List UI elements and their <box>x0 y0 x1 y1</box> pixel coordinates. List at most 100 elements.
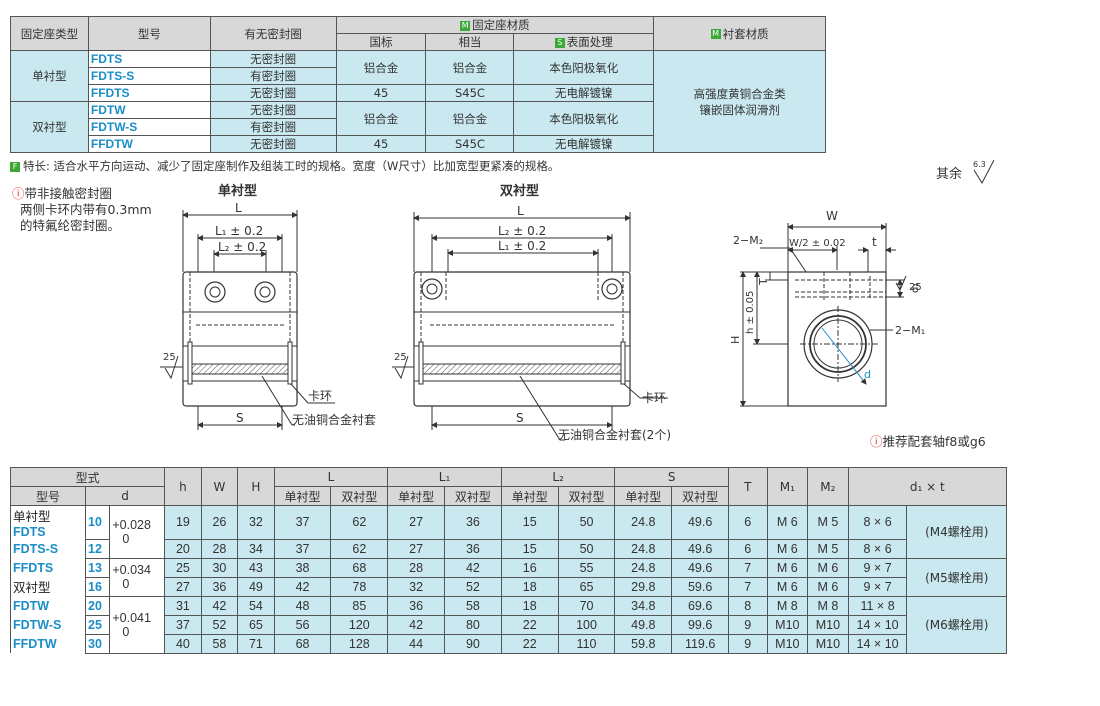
cell-d1t: 11 × 8 <box>847 595 908 616</box>
snap-ring-label: 卡环 <box>642 391 666 405</box>
cell-L2d: 65 <box>557 576 616 597</box>
warning-icon: ⓘ <box>12 186 25 201</box>
cell-Ls: 56 <box>273 614 332 635</box>
cell-M2: M 6 <box>807 576 849 597</box>
header-double: 双衬型 <box>330 486 389 506</box>
cell-H: 71 <box>237 633 275 654</box>
header-single: 单衬型 <box>500 486 559 506</box>
type-single: 单衬型 <box>10 50 89 102</box>
header-model: 型号 <box>9 486 87 506</box>
cell-Ld: 62 <box>330 538 389 559</box>
header-T: T <box>728 467 768 506</box>
header-double: 双衬型 <box>671 486 730 506</box>
cell-M2: M 5 <box>807 538 849 559</box>
warning-icon: ⓘ <box>870 434 883 449</box>
cell-T: 7 <box>728 576 768 597</box>
seal-cell: 无密封圈 <box>209 84 337 102</box>
cell-W: 42 <box>200 595 239 616</box>
seal-cell: 无密封圈 <box>209 101 337 119</box>
bolt-note: (M4螺栓用) <box>906 505 1007 559</box>
cell-d1t: 14 × 10 <box>847 614 908 635</box>
equiv-cell: S45C <box>425 135 515 153</box>
seal-note: ⓘ带非接触密封圈 两侧卡环内带有0.3mm 的特氟纶密封圈。 <box>12 186 152 233</box>
cell-L1s: 36 <box>387 595 446 616</box>
cell-M2: M 6 <box>807 557 849 578</box>
cell-L2d: 50 <box>557 505 616 540</box>
surface-cell: 无电解镀镍 <box>513 135 655 153</box>
dim-M2: 2−M₂ <box>733 234 763 247</box>
cell-Ss: 29.8 <box>614 576 673 597</box>
header-d: d <box>85 486 166 506</box>
cell-Ls: 37 <box>273 505 332 540</box>
cell-Ss: 24.8 <box>614 505 673 540</box>
cell-Ld: 85 <box>330 595 389 616</box>
cell-M1: M10 <box>766 633 809 654</box>
cell-M2: M 8 <box>807 595 849 616</box>
cell-Sd: 49.6 <box>671 505 730 540</box>
cell-L1d: 36 <box>444 538 502 559</box>
cell-T: 6 <box>728 505 768 540</box>
cell-W: 58 <box>200 633 239 654</box>
cell-Sd: 69.6 <box>671 595 730 616</box>
cell-H: 49 <box>237 576 275 597</box>
cell-L2s: 22 <box>500 633 559 654</box>
cell-d1t: 14 × 10 <box>847 633 908 654</box>
header-type: 型式 <box>9 467 166 487</box>
surface-cell: 本色阳极氧化 <box>513 101 655 136</box>
model-label: FFDTW <box>9 634 87 653</box>
header-std: 国标 <box>335 33 427 51</box>
cell-L1s: 44 <box>387 633 446 654</box>
model-label: FDTW <box>9 596 87 615</box>
dim-L1: L₁ ± 0.2 <box>498 239 546 253</box>
cell-Ss: 24.8 <box>614 557 673 578</box>
cell-Ld: 68 <box>330 557 389 578</box>
dim-L2: L₂ ± 0.2 <box>498 224 546 238</box>
std-cell: 45 <box>335 135 427 153</box>
dim-d1: d₁ <box>910 283 921 293</box>
cell-L1d: 58 <box>444 595 502 616</box>
cell-M2: M 5 <box>807 505 849 540</box>
cell-L1s: 27 <box>387 505 446 540</box>
std-cell: 铝合金 <box>335 50 427 85</box>
cell-T: 9 <box>728 633 768 654</box>
cell-L1d: 80 <box>444 614 502 635</box>
bore-d: 12 <box>85 538 111 559</box>
header-M2: M₂ <box>807 467 849 506</box>
recommend-note: ⓘ推荐配套轴f8或g6 <box>870 434 986 449</box>
cell-h: 31 <box>164 595 202 616</box>
cell-M2: M10 <box>807 614 849 635</box>
cell-M1: M 8 <box>766 595 809 616</box>
header-double: 双衬型 <box>444 486 502 506</box>
cell-L2s: 18 <box>500 576 559 597</box>
equiv-cell: S45C <box>425 84 515 102</box>
cell-W: 28 <box>200 538 239 559</box>
model-cell: FFDTW <box>87 135 211 153</box>
cell-L1s: 28 <box>387 557 446 578</box>
cell-Ss: 34.8 <box>614 595 673 616</box>
cell-L2s: 16 <box>500 557 559 578</box>
dim-L: L <box>517 204 524 218</box>
roughness-value: 6.3 <box>973 160 986 169</box>
cell-M2: M10 <box>807 633 849 654</box>
cell-M1: M 6 <box>766 538 809 559</box>
bushing-label: 无油铜合金衬套(2个) <box>558 427 671 442</box>
cell-Ld: 120 <box>330 614 389 635</box>
dim-M1: 2−M₁ <box>895 324 925 337</box>
cell-L2s: 18 <box>500 595 559 616</box>
cell-d1t: 8 × 6 <box>847 505 908 540</box>
cell-W: 36 <box>200 576 239 597</box>
roughness-25: 25 <box>163 352 176 363</box>
cell-H: 54 <box>237 595 275 616</box>
dim-L: L <box>235 201 242 215</box>
cell-L1s: 27 <box>387 538 446 559</box>
cell-L2d: 50 <box>557 538 616 559</box>
